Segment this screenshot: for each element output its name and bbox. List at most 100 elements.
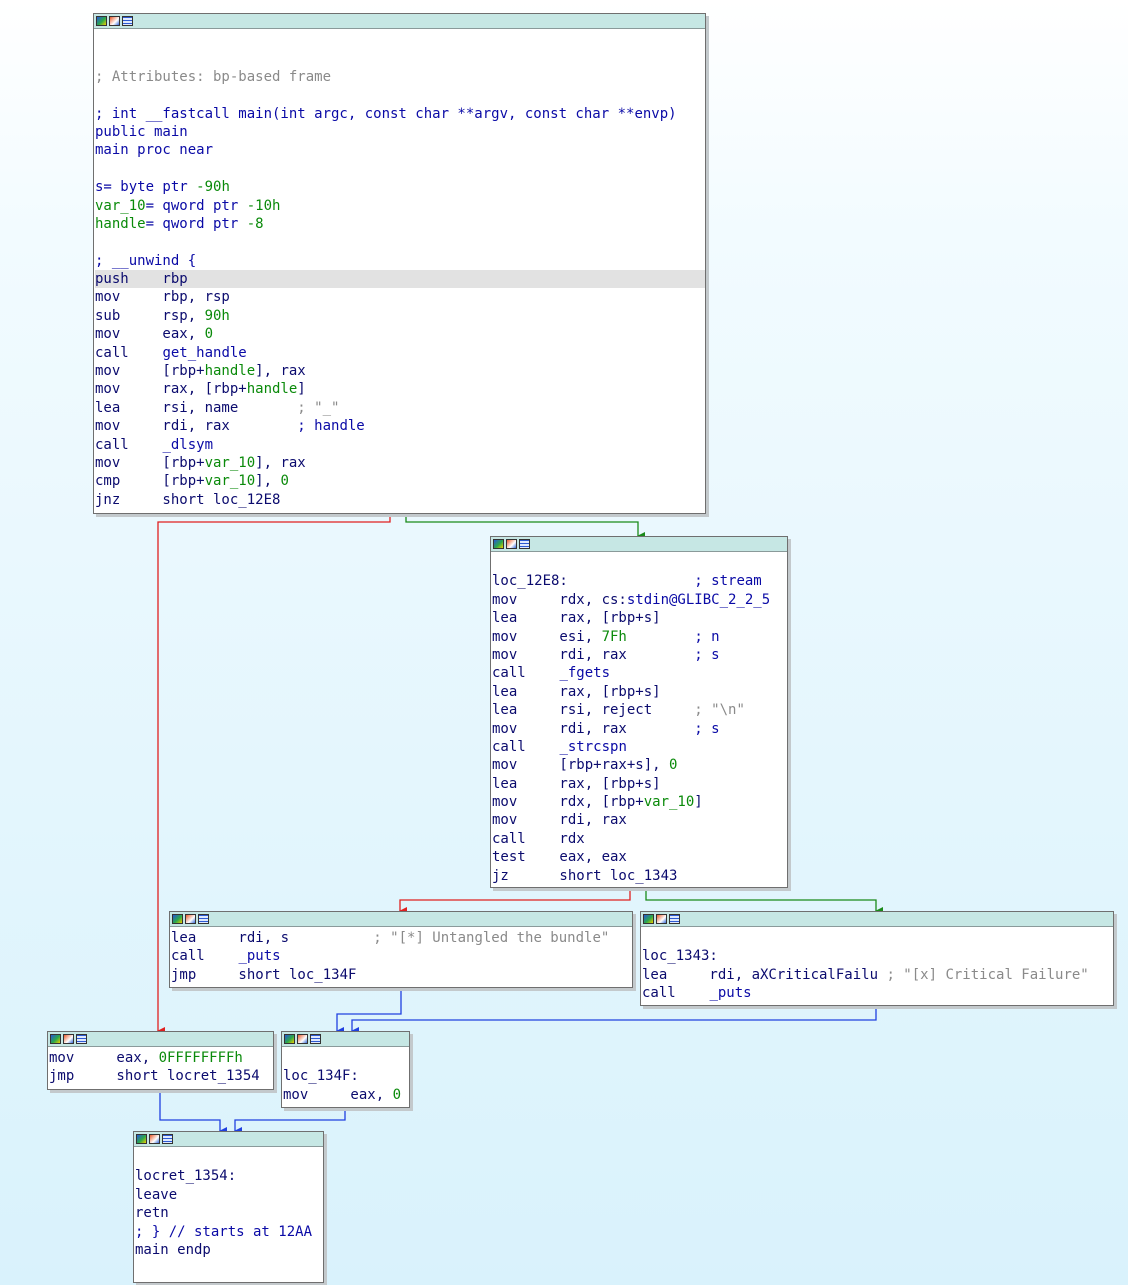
edit-icon[interactable] — [506, 539, 517, 549]
asm-line[interactable]: ; int __fastcall main(int argc, const ch… — [95, 105, 705, 123]
asm-line[interactable]: call get_handle — [95, 344, 705, 362]
asm-line[interactable]: ; } // starts at 12AA — [135, 1223, 323, 1241]
asm-line[interactable]: lea rax, [rbp+s] — [492, 609, 787, 627]
asm-line[interactable] — [283, 1049, 409, 1067]
asm-line[interactable]: locret_1354: — [135, 1167, 323, 1185]
asm-line[interactable] — [95, 86, 705, 104]
asm-line[interactable]: loc_1343: — [642, 947, 1113, 965]
asm-line[interactable]: call _strcspn — [492, 738, 787, 756]
asm-token: mov rdi, rax — [492, 812, 627, 829]
text-view-icon[interactable] — [669, 914, 680, 924]
graph-icon[interactable] — [136, 1134, 147, 1144]
asm-line[interactable]: lea rax, [rbp+s] — [492, 775, 787, 793]
asm-line[interactable]: mov [rbp+handle], rax — [95, 362, 705, 380]
edit-icon[interactable] — [185, 914, 196, 924]
asm-line[interactable] — [642, 929, 1113, 947]
asm-line[interactable]: mov eax, 0FFFFFFFFh — [49, 1049, 273, 1067]
text-view-icon[interactable] — [162, 1134, 173, 1144]
asm-line[interactable]: lea rax, [rbp+s] — [492, 683, 787, 701]
asm-line[interactable]: jz short loc_1343 — [492, 867, 787, 885]
text-view-icon[interactable] — [519, 539, 530, 549]
asm-line[interactable]: retn — [135, 1204, 323, 1222]
asm-line[interactable]: call rdx — [492, 830, 787, 848]
graph-icon[interactable] — [493, 539, 504, 549]
asm-line[interactable]: mov rdi, rax — [492, 811, 787, 829]
asm-line[interactable]: handle= qword ptr -8 — [95, 215, 705, 233]
asm-line[interactable]: test eax, eax — [492, 848, 787, 866]
asm-line[interactable]: call _puts — [171, 947, 632, 965]
asm-line[interactable] — [135, 1149, 323, 1167]
asm-line[interactable]: sub rsp, 90h — [95, 307, 705, 325]
asm-line[interactable]: cmp [rbp+var_10], 0 — [95, 472, 705, 490]
asm-line[interactable]: call _dlsym — [95, 436, 705, 454]
node-title-bar[interactable] — [94, 14, 705, 29]
node-title-bar[interactable] — [282, 1032, 409, 1047]
text-view-icon[interactable] — [198, 914, 209, 924]
asm-line[interactable]: jmp short loc_134F — [171, 966, 632, 984]
asm-line[interactable]: public main — [95, 123, 705, 141]
graph-icon[interactable] — [643, 914, 654, 924]
asm-line[interactable]: push rbp — [95, 270, 705, 289]
asm-token: loc_1343: — [642, 948, 718, 965]
asm-line[interactable]: ; __unwind { — [95, 252, 705, 270]
asm-line[interactable]: jmp short locret_1354 — [49, 1067, 273, 1085]
asm-line[interactable]: loc_134F: — [283, 1067, 409, 1085]
edit-icon[interactable] — [63, 1034, 74, 1044]
asm-line[interactable]: lea rsi, name ; "_" — [95, 399, 705, 417]
asm-token: var_10 — [204, 454, 256, 471]
asm-line[interactable]: mov rdx, [rbp+var_10] — [492, 793, 787, 811]
asm-line[interactable]: call _fgets — [492, 664, 787, 682]
edit-icon[interactable] — [297, 1034, 308, 1044]
asm-line[interactable]: main endp — [135, 1241, 323, 1259]
node-title-bar[interactable] — [170, 912, 632, 927]
asm-line[interactable]: lea rdi, s ; "[*] Untangled the bundle" — [171, 929, 632, 947]
block-loc-134f[interactable]: loc_134F:mov eax, 0 — [281, 1031, 410, 1108]
asm-line[interactable]: mov esi, 7Fh ; n — [492, 628, 787, 646]
asm-line[interactable]: mov rax, [rbp+handle] — [95, 380, 705, 398]
block-main-entry[interactable]: ; Attributes: bp-based frame ; int __fast… — [93, 13, 706, 514]
asm-line[interactable]: call _puts — [642, 984, 1113, 1002]
block-loc-1343[interactable]: loc_1343:lea rdi, aXCriticalFailu ; "[x]… — [640, 911, 1114, 1006]
graph-icon[interactable] — [284, 1034, 295, 1044]
asm-line[interactable]: mov [rbp+var_10], rax — [95, 454, 705, 472]
text-view-icon[interactable] — [76, 1034, 87, 1044]
asm-line[interactable]: mov [rbp+rax+s], 0 — [492, 756, 787, 774]
graph-icon[interactable] — [50, 1034, 61, 1044]
asm-line[interactable]: main proc near — [95, 141, 705, 159]
asm-line[interactable]: mov eax, 0 — [283, 1086, 409, 1104]
text-view-icon[interactable] — [310, 1034, 321, 1044]
asm-line[interactable]: mov rdi, rax ; handle — [95, 417, 705, 435]
asm-line[interactable] — [95, 31, 705, 49]
text-view-icon[interactable] — [122, 16, 133, 26]
asm-line[interactable]: mov rdi, rax ; s — [492, 646, 787, 664]
node-title-bar[interactable] — [491, 537, 787, 552]
asm-line[interactable] — [95, 49, 705, 67]
asm-line[interactable]: var_10= qword ptr -10h — [95, 197, 705, 215]
edit-icon[interactable] — [656, 914, 667, 924]
asm-line[interactable]: loc_12E8: ; stream — [492, 572, 787, 590]
asm-line[interactable]: s= byte ptr -90h — [95, 178, 705, 196]
graph-icon[interactable] — [96, 16, 107, 26]
node-title-bar[interactable] — [641, 912, 1113, 927]
asm-line[interactable]: lea rdi, aXCriticalFailu ; "[x] Critical… — [642, 966, 1113, 984]
edit-icon[interactable] — [109, 16, 120, 26]
asm-line[interactable]: mov rdx, cs:stdin@GLIBC_2_2_5 — [492, 591, 787, 609]
asm-line[interactable]: jnz short loc_12E8 — [95, 491, 705, 509]
asm-line[interactable]: mov eax, 0 — [95, 325, 705, 343]
asm-line[interactable] — [492, 554, 787, 572]
asm-line[interactable]: mov rbp, rsp — [95, 288, 705, 306]
node-title-bar[interactable] — [48, 1032, 273, 1047]
asm-line[interactable]: ; Attributes: bp-based frame — [95, 68, 705, 86]
asm-line[interactable] — [95, 160, 705, 178]
graph-icon[interactable] — [172, 914, 183, 924]
block-untangled[interactable]: lea rdi, s ; "[*] Untangled the bundle"c… — [169, 911, 633, 988]
edit-icon[interactable] — [149, 1134, 160, 1144]
asm-line[interactable]: leave — [135, 1186, 323, 1204]
asm-line[interactable]: mov rdi, rax ; s — [492, 720, 787, 738]
asm-line[interactable]: lea rsi, reject ; "\n" — [492, 701, 787, 719]
asm-line[interactable] — [95, 233, 705, 251]
node-title-bar[interactable] — [134, 1132, 323, 1147]
